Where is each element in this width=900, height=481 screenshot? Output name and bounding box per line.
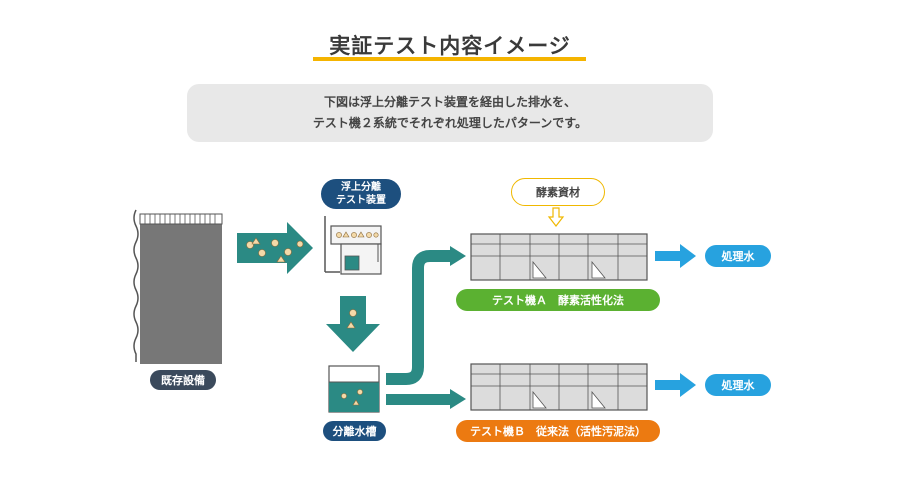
additive-label: 酵素資材	[511, 178, 605, 206]
flow-pipe-to-machine-b	[386, 389, 466, 409]
treated-water-b-label: 処理水	[705, 374, 771, 396]
additive-arrow	[547, 207, 565, 227]
machine-a-label: テスト機Ａ 酵素活性化法	[456, 289, 660, 311]
description-box: 下図は浮上分離テスト装置を経由した排水を、 テスト機２系統でそれぞれ処理したパタ…	[187, 84, 713, 142]
separation-tank-label: 分離水槽	[323, 421, 386, 441]
description-line-2: テスト機２系統でそれぞれ処理したパターンです。	[312, 116, 588, 130]
title-underline	[313, 57, 586, 61]
separation-water-tank	[328, 365, 380, 413]
flow-pipe-to-machine-a	[386, 246, 466, 385]
page-title: 実証テスト内容イメージ	[329, 34, 571, 58]
existing-facility-tank	[133, 209, 223, 364]
flotation-test-unit	[324, 216, 382, 275]
flow-arrow-to-separation-tank	[326, 296, 380, 352]
existing-facility-label: 既存設備	[150, 370, 216, 390]
test-machine-a	[470, 233, 648, 281]
output-arrow-b	[655, 373, 696, 397]
flotation-unit-label: 浮上分離 テスト装置	[321, 179, 401, 209]
output-arrow-a	[655, 244, 696, 268]
description-line-1: 下図は浮上分離テスト装置を経由した排水を、	[323, 95, 576, 109]
test-machine-b	[470, 363, 648, 411]
treated-water-a-label: 処理水	[705, 245, 771, 267]
flow-arrow-to-flotation	[237, 222, 313, 274]
machine-b-label: テスト機Ｂ 従来法（活性汚泥法）	[456, 420, 660, 442]
